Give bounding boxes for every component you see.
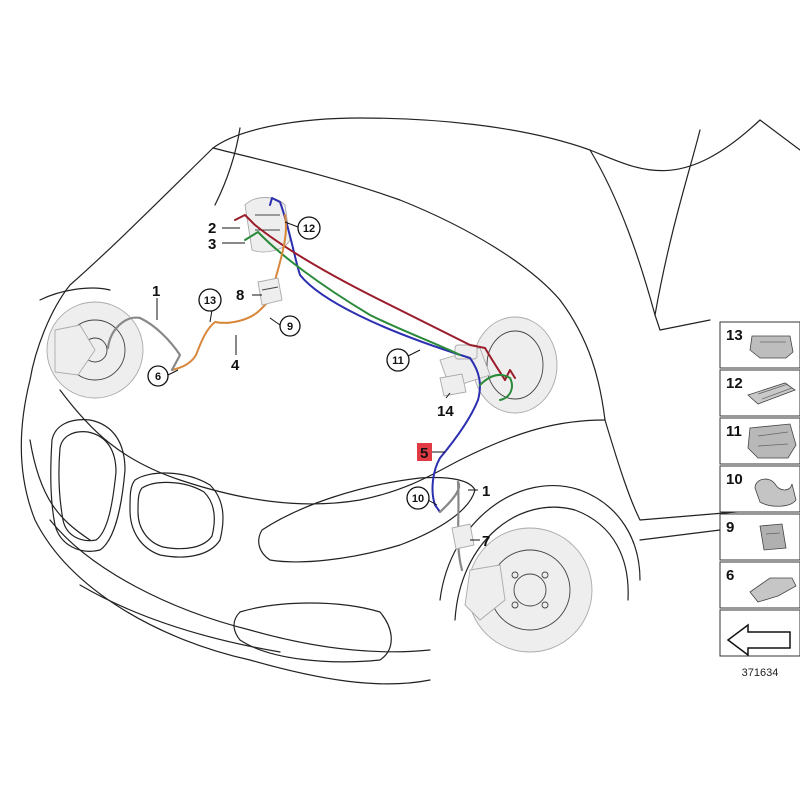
- legend-item-11: 11: [719, 417, 800, 465]
- svg-text:11: 11: [392, 355, 404, 367]
- svg-text:10: 10: [726, 471, 743, 488]
- clip-10-icon: [754, 478, 797, 507]
- svg-text:1: 1: [152, 283, 160, 300]
- svg-text:11: 11: [726, 423, 742, 440]
- svg-text:6: 6: [155, 371, 161, 383]
- pipe-holder-12-icon: [747, 382, 796, 405]
- clip-11-icon: [747, 423, 797, 459]
- svg-text:1: 1: [482, 483, 490, 500]
- svg-text:5: 5: [420, 445, 428, 462]
- svg-text:13: 13: [204, 295, 216, 307]
- callout-1-left: 1: [152, 283, 160, 300]
- callout-2: 2: [208, 220, 216, 237]
- legend-item-6: 6: [719, 561, 800, 609]
- callout-4: 4: [231, 357, 240, 374]
- callout-12: 12: [297, 216, 321, 240]
- clip-9-icon: [759, 523, 787, 551]
- drawing-number: 371634: [742, 667, 779, 679]
- legend-item-9: 9: [719, 513, 800, 561]
- left-brake-disc: [46, 301, 144, 399]
- bracket-14: [439, 373, 467, 397]
- bracket-8: [257, 277, 283, 306]
- callout-9: 9: [279, 315, 301, 337]
- svg-text:12: 12: [303, 223, 315, 235]
- legend-item-10: 10: [719, 465, 800, 513]
- legend-item-12: 12: [719, 369, 800, 417]
- clip-13-icon: [749, 335, 794, 359]
- callout-10: 10: [406, 486, 430, 510]
- callout-6: 6: [147, 365, 169, 387]
- callout-1-right: 1: [482, 483, 490, 500]
- callout-3: 3: [208, 236, 216, 253]
- leader-lines: [156, 221, 480, 541]
- svg-text:13: 13: [726, 327, 743, 344]
- svg-text:6: 6: [726, 567, 734, 584]
- callout-13: 13: [198, 288, 222, 312]
- brake-lines: [106, 197, 516, 572]
- parts-legend: 13 12 11 10: [719, 321, 800, 679]
- legend-item-13: 13: [719, 321, 800, 369]
- callout-7: 7: [482, 533, 490, 550]
- right-brake-disc: [464, 527, 593, 653]
- callout-5-highlighted: 5: [417, 443, 432, 462]
- svg-text:9: 9: [287, 321, 293, 333]
- callout-11: 11: [386, 348, 410, 372]
- bracket-7: [451, 523, 475, 550]
- svg-text:14: 14: [437, 403, 454, 420]
- callout-8: 8: [236, 287, 244, 304]
- svg-text:4: 4: [231, 357, 240, 374]
- svg-text:3: 3: [208, 236, 216, 253]
- callout-14: 14: [437, 403, 454, 420]
- direction-arrow-icon: [726, 623, 791, 657]
- svg-text:8: 8: [236, 287, 244, 304]
- legend-arrow-panel: [719, 609, 800, 657]
- svg-text:7: 7: [482, 533, 490, 550]
- brake-booster: [439, 316, 558, 414]
- svg-text:10: 10: [412, 493, 424, 505]
- bracket-6-icon: [749, 577, 797, 603]
- svg-text:2: 2: [208, 220, 216, 237]
- car-outline: [20, 117, 800, 685]
- svg-text:9: 9: [726, 519, 734, 536]
- svg-text:12: 12: [726, 375, 743, 392]
